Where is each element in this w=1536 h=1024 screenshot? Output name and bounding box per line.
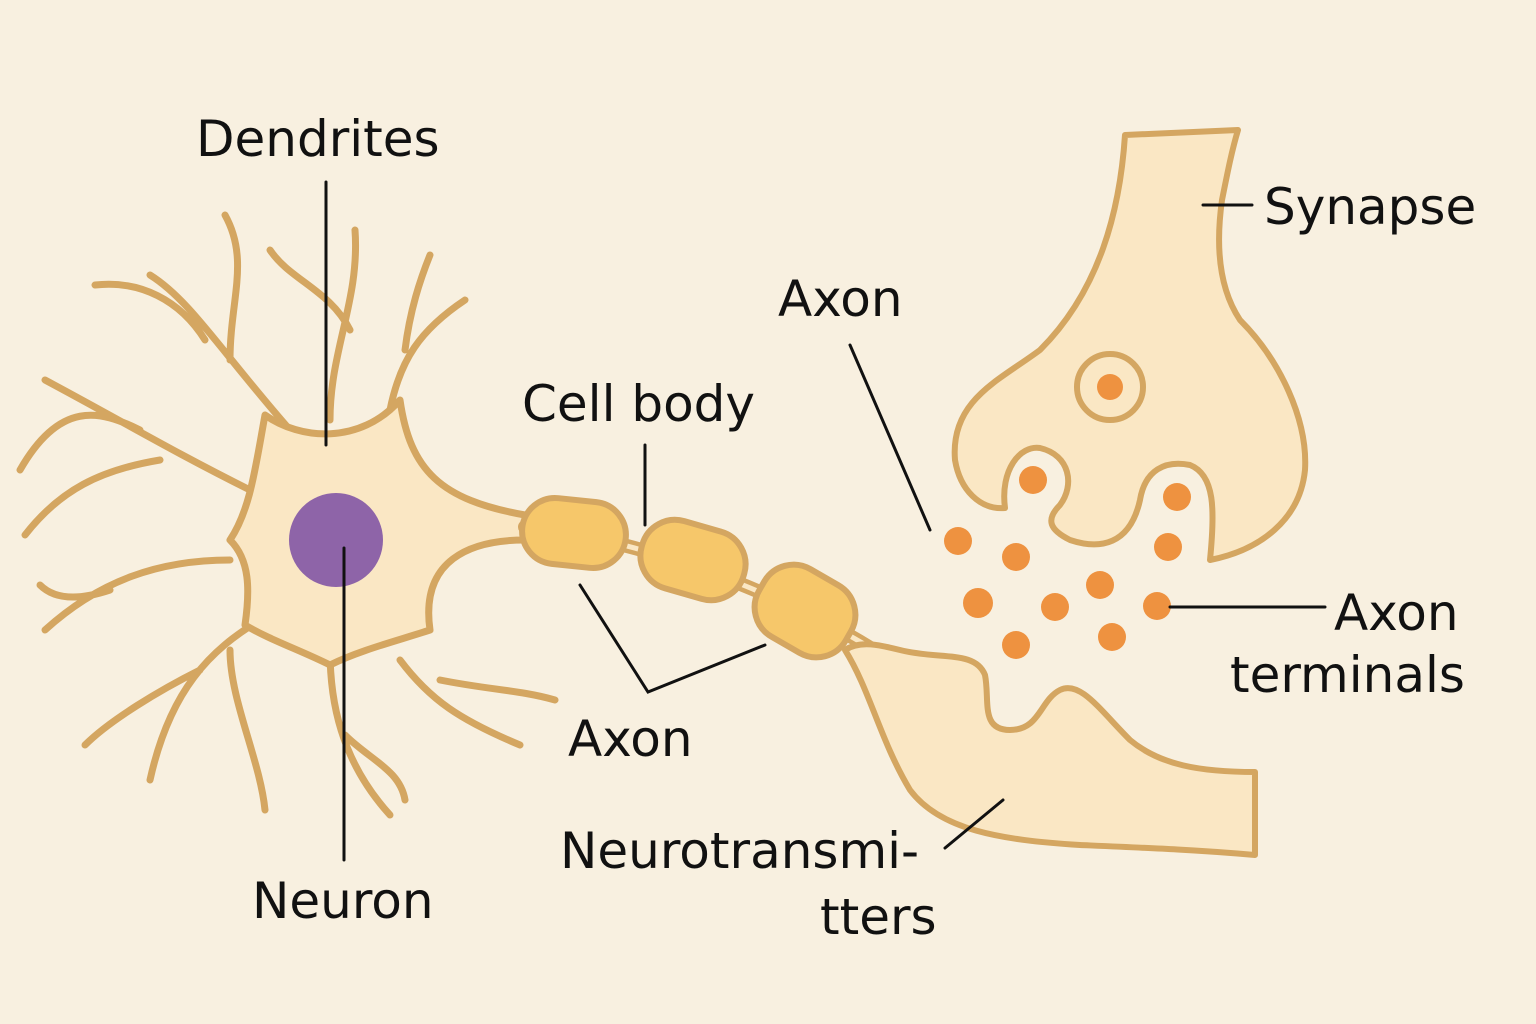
myelin-sheath-group: [519, 495, 859, 661]
postsynaptic-dendrite: [951, 127, 1309, 563]
label-cell-body: Cell body: [522, 375, 756, 433]
dendrites-group: [16, 211, 559, 819]
label-neurotransmitters-line1: Neurotransmi-: [560, 822, 920, 880]
myelin-segment-3: [751, 561, 859, 661]
label-synapse: Synapse: [1264, 178, 1477, 236]
neurotransmitter-dot: [1143, 592, 1171, 620]
neurotransmitter-dot: [963, 588, 993, 618]
neurotransmitter-dot: [1019, 466, 1047, 494]
dendrite-left: [16, 376, 254, 634]
myelin-segment-1: [519, 495, 629, 571]
label-neuron: Neuron: [252, 872, 434, 930]
neurotransmitter-dot: [1041, 593, 1069, 621]
label-axon-lower: Axon: [568, 710, 693, 768]
leader-axon-lower: [578, 583, 767, 694]
label-axon-terminals-line2: terminals: [1230, 646, 1465, 704]
neurotransmitter-dot: [1163, 483, 1191, 511]
label-neurotransmitters-line2: tters: [820, 888, 937, 946]
leader-axon-upper: [848, 343, 932, 532]
neurotransmitter-dot: [1002, 631, 1030, 659]
dendrite-bottom: [326, 646, 559, 819]
label-axon-terminals-line1: Axon: [1334, 584, 1459, 642]
leader-lines: [324, 180, 1327, 862]
leader-neurotransmitters: [943, 798, 1005, 850]
neurotransmitter-dot: [1002, 543, 1030, 571]
myelin-segment-2: [637, 516, 749, 604]
presynaptic-terminal: [842, 641, 1258, 858]
label-dendrites: Dendrites: [196, 110, 440, 168]
neurotransmitter-dot: [1086, 571, 1114, 599]
vesicle-core: [1097, 374, 1123, 400]
neurotransmitter-dot: [944, 527, 972, 555]
neurotransmitter-dot: [1154, 533, 1182, 561]
dendrite-lower-left: [81, 616, 269, 814]
neurotransmitter-dots: [944, 466, 1191, 659]
dendrite-upper-left: [91, 211, 294, 434]
nucleus: [289, 493, 383, 587]
label-axon-upper: Axon: [778, 270, 903, 328]
dendrite-top: [266, 226, 469, 424]
neurotransmitter-dot: [1098, 623, 1126, 651]
